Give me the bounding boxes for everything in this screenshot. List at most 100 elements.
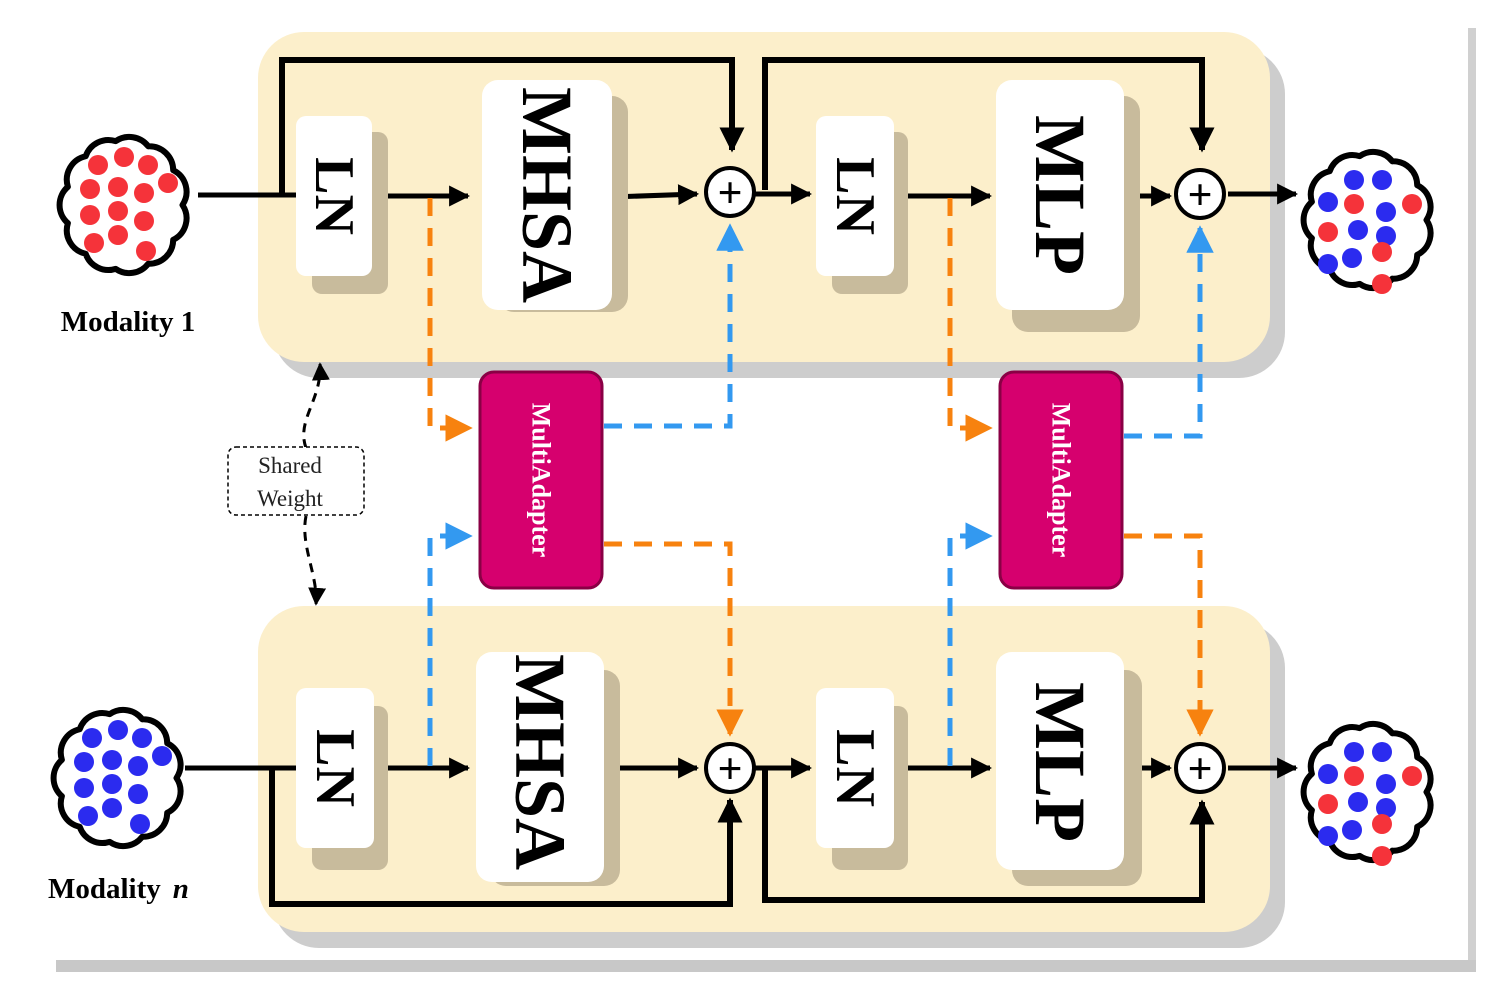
bottom-input-cloud-token [132, 728, 152, 748]
adapter-paths [427, 198, 1214, 766]
shared-weight-line1: Shared [258, 453, 322, 478]
top-ln2-label: LN [824, 157, 886, 235]
bottom-ln2-label: LN [824, 729, 886, 807]
bottom-input-cloud [50, 707, 184, 849]
bottom-ln2-block [816, 688, 894, 848]
top-mhsa-block [482, 80, 612, 310]
bottom-add-node-2: + [1174, 742, 1226, 794]
bottom-mlp-block [996, 652, 1124, 870]
top-input-cloud-token [108, 177, 128, 197]
top-input-cloud-token [158, 173, 178, 193]
bottom-mhsa-block [476, 652, 604, 882]
mlp-adapter-to-top-add-blue [1124, 225, 1214, 439]
bottom-add-symbol-2: + [1187, 745, 1212, 794]
bottom-input-cloud-token [102, 750, 122, 770]
bottom-output-cloud-token [1318, 764, 1338, 784]
bottom-output-cloud-token [1376, 798, 1396, 818]
bottom-output-cloud-token [1372, 814, 1392, 834]
bottom-input-cloud-token [78, 806, 98, 826]
top-ln1-block [296, 116, 372, 276]
top-output-cloud-token [1318, 254, 1338, 274]
top-output-cloud-token [1376, 226, 1396, 246]
bottom-attn-to-adapter-blue [427, 522, 473, 766]
bottom-branch: LN MHSA LN MLP + + [185, 606, 1299, 948]
bottom-modality-label: Modality n [48, 873, 189, 905]
mlp-adapter-to-bottom-add-orange [1124, 533, 1214, 737]
top-ln2-block [816, 116, 894, 276]
page-frame [56, 28, 1476, 972]
bottom-input-cloud-token [74, 752, 94, 772]
bottom-output-cloud-token [1344, 766, 1364, 786]
bottom-output-cloud-token [1372, 846, 1392, 866]
top-input-cloud-token [136, 241, 156, 261]
top-add-symbol-1: + [717, 169, 742, 218]
top-input-cloud-token [114, 147, 134, 167]
bottom-output-cloud-token [1344, 742, 1364, 762]
top-output-cloud-token [1318, 222, 1338, 242]
attn-multiadapter: MultiAdapter [478, 370, 604, 590]
shared-weight-line2: Weight [257, 486, 323, 511]
top-output-cloud-token [1372, 170, 1392, 190]
bottom-input-cloud-token [108, 720, 128, 740]
bottom-output-cloud-token [1342, 820, 1362, 840]
bottom-output-cloud-token [1372, 742, 1392, 762]
bottom-mlp-to-adapter-blue [947, 522, 993, 766]
top-branch: LN MHSA LN MLP + + [198, 32, 1299, 378]
top-skip-arrow-1 [279, 57, 745, 195]
top-ln1-label: LN [303, 157, 365, 235]
top-output-cloud-token [1318, 192, 1338, 212]
bottom-output-cloud-token [1376, 774, 1396, 794]
shared-arrow-up [302, 362, 330, 449]
top-output-cloud-token [1402, 194, 1422, 214]
bottom-input-cloud-token [128, 756, 148, 776]
top-input-cloud [56, 134, 190, 276]
bottom-output-cloud-outline [1300, 721, 1434, 863]
top-input-cloud-token [80, 179, 100, 199]
bottom-output-cloud-token [1402, 766, 1422, 786]
top-input-cloud-token [108, 225, 128, 245]
bottom-modality-word: Modality [48, 873, 161, 905]
top-output-cloud-outline [1300, 149, 1434, 291]
top-mhsa-label: MHSA [507, 87, 587, 303]
bottom-skip-arrow-1 [269, 768, 743, 907]
bottom-output-cloud-token [1318, 794, 1338, 814]
attn-multiadapter-label: MultiAdapter [527, 403, 556, 558]
top-modality-label: Modality 1 [61, 306, 196, 338]
bottom-add-node-1: + [704, 742, 756, 794]
token-clouds [50, 134, 1434, 866]
top-input-cloud-token [88, 155, 108, 175]
top-mlp-to-adapter-orange [947, 198, 993, 442]
top-skip-arrow-2 [762, 57, 1215, 190]
mlp-multiadapter-label: MultiAdapter [1047, 403, 1076, 558]
bottom-modality-index: n [173, 873, 189, 905]
bottom-input-cloud-token [82, 728, 102, 748]
attn-adapter-to-top-add-blue [604, 223, 744, 429]
top-output-cloud-token [1372, 274, 1392, 294]
mlp-multiadapter: MultiAdapter [998, 370, 1124, 590]
shared-arrow-down [303, 515, 327, 606]
bottom-skip-arrow-2 [762, 768, 1215, 903]
bottom-mlp-label: MLP [1020, 682, 1100, 842]
attn-adapter-to-bottom-add-orange [604, 541, 744, 737]
top-output-cloud-token [1376, 202, 1396, 222]
top-input-cloud-token [80, 205, 100, 225]
bottom-ln1-block [296, 688, 374, 848]
shared-weight-annotation: Shared Weight [227, 362, 365, 606]
top-output-cloud-token [1344, 194, 1364, 214]
bottom-add-symbol-1: + [717, 745, 742, 794]
top-output-cloud-token [1372, 242, 1392, 262]
top-mlp-label: MLP [1020, 115, 1100, 275]
shared-weight-box [227, 446, 365, 516]
top-input-cloud-token [134, 211, 154, 231]
bottom-input-cloud-token [128, 784, 148, 804]
bottom-output-cloud-token [1318, 826, 1338, 846]
top-output-cloud-token [1344, 170, 1364, 190]
bottom-ln1-label: LN [304, 729, 366, 807]
bottom-input-cloud-token [74, 778, 94, 798]
bottom-mhsa-label: MHSA [500, 654, 580, 870]
bottom-input-cloud-token [130, 814, 150, 834]
top-mlp-block [996, 80, 1124, 310]
top-add-symbol-2: + [1187, 171, 1212, 220]
top-add-node-2: + [1174, 168, 1226, 220]
